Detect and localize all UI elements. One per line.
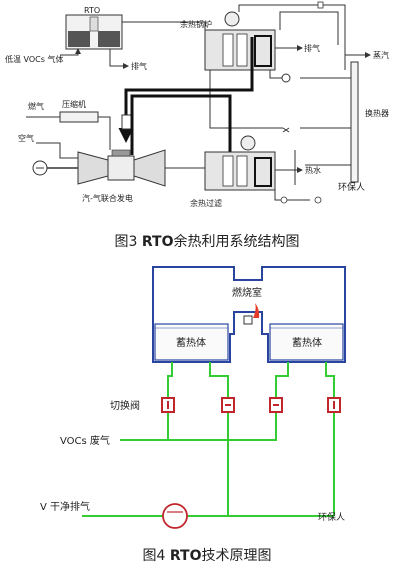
fig4-caption-rto: RTO [169,548,202,564]
fig4-caption-rest: 技术原理图 [201,548,272,564]
watermark-text-2: 环保人 [318,511,345,523]
clean-exhaust-label: V 干净排气 [40,500,90,513]
rto-waste-heat-system-diagram: RTO 低温 VOCs 气体 排气 余热锅炉 排气 蒸汽 换热器 燃气 压缩机 [5,1,389,208]
left-bed-label: 蓄热体 [176,336,206,349]
heat-exchanger [300,61,359,183]
steam-label: 蒸汽 [373,50,389,60]
switch-valve-1 [161,397,175,413]
fig3-caption-rto: RTO [141,234,174,250]
compressor-label: 压缩机 [62,99,86,109]
rto-label: RTO [84,6,100,15]
fig3-caption-rest: 余热利用系统结构图 [173,234,300,250]
exhaust-fan-icon [162,503,188,529]
fuel-label: 燃气 [28,101,44,111]
hot-water-label: 热水 [305,165,321,175]
rto-principle-diagram: 燃烧室 蓄热体 蓄热体 切换阀 VOCs [40,266,346,529]
heat-exchanger-label: 换热器 [365,108,389,118]
compressor [59,111,99,123]
turbine-label: 汽-气联合发电 [82,193,133,203]
boiler-exhaust-label: 排气 [304,43,320,53]
rto-exhaust-label: 排气 [131,61,147,71]
waste-heat-filter-unit [204,135,276,191]
regenerator-bed-left [154,323,229,361]
air-label: 空气 [18,133,34,143]
combustion-chamber-label: 燃烧室 [232,286,262,299]
gas-turbine-generator [32,149,166,187]
rto-unit [65,14,123,50]
switch-valve-4 [327,397,341,413]
regenerator-bed-right [269,323,344,361]
switch-valve-3 [269,397,283,413]
burner-flame-icon [243,303,260,325]
filter-label: 余热过滤 [190,198,222,208]
switch-valve-2 [221,397,235,413]
low-voc-gas-label: 低温 VOCs 气体 [5,54,63,64]
fig4-caption-prefix: 图4 [142,548,166,564]
gas-piping [82,362,335,517]
right-bed-label: 蓄热体 [292,336,322,349]
waste-heat-boiler [204,11,276,71]
fig3-caption: 图3 RTO余热利用系统结构图 [0,231,414,251]
switch-valve-label: 切换阀 [110,399,140,412]
fig3-caption-prefix: 图3 [114,234,138,250]
boiler-label: 余热锅炉 [180,19,212,29]
voc-gas-label: VOCs 废气 [60,434,110,447]
fig4-caption: 图4 RTO技术原理图 [0,545,414,565]
watermark-text: 环保人 [338,181,365,193]
